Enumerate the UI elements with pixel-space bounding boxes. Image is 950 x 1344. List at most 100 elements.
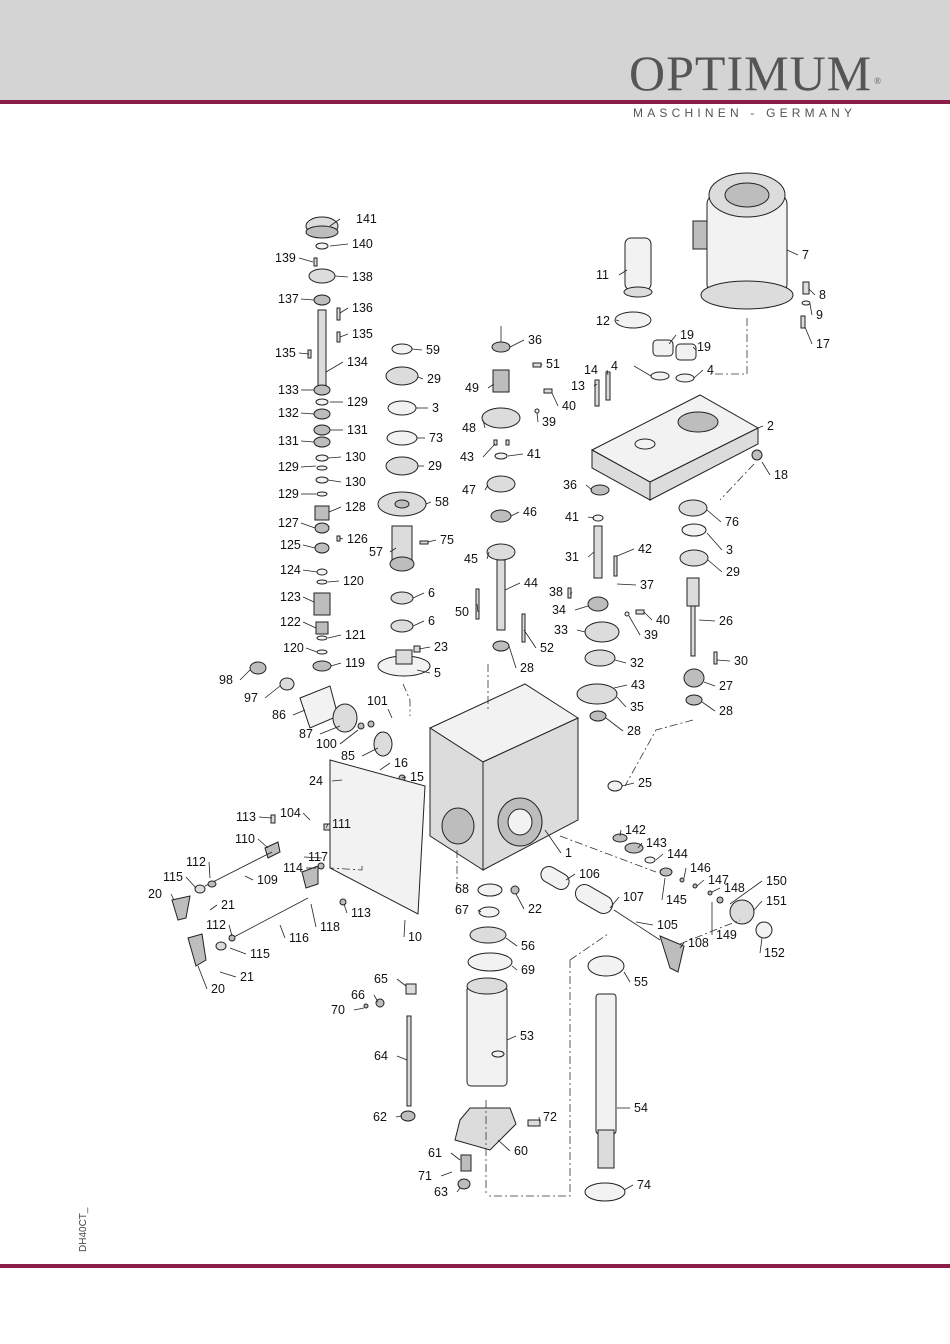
part-callout-15: 15 (410, 770, 424, 784)
leader-line (615, 319, 620, 322)
part-callout-61: 61 (428, 1146, 442, 1160)
leader-line (339, 537, 344, 540)
leader-line (696, 879, 705, 887)
part-callout-39: 39 (644, 628, 658, 642)
leader-line (505, 937, 518, 947)
leader-line (487, 383, 495, 389)
leader-line (327, 456, 342, 459)
callout-layer: 1411401391381371361351351341331291321311… (148, 212, 830, 1199)
part-callout-2: 2 (767, 419, 774, 433)
part-callout-115: 115 (163, 870, 183, 884)
part-callout-1: 1 (565, 846, 572, 860)
part-callout-135: 135 (352, 327, 373, 341)
leader-line (587, 516, 595, 519)
leader-line (637, 842, 643, 849)
leader-line (208, 861, 211, 879)
leader-line (395, 1115, 403, 1118)
leader-line (327, 634, 342, 639)
part-callout-36: 36 (563, 478, 577, 492)
part-callout-41: 41 (565, 510, 579, 524)
brand-tagline: MASCHINEN - GERMANY (633, 106, 857, 120)
leader-line (786, 249, 799, 256)
leader-line (623, 971, 631, 983)
registered-mark: ® (874, 76, 882, 86)
part-callout-147: 147 (708, 873, 729, 887)
leader-line (565, 873, 576, 881)
part-callout-50: 50 (455, 605, 469, 619)
leader-line (456, 1187, 461, 1193)
part-callout-37: 37 (640, 578, 654, 592)
leader-line (544, 829, 562, 854)
leader-line (538, 1116, 541, 1125)
header-rule (0, 100, 950, 104)
leader-line (298, 352, 310, 355)
part-callout-22: 22 (528, 902, 542, 916)
part-callout-139: 139 (275, 251, 296, 265)
leader-line (515, 893, 525, 910)
leader-line (540, 363, 543, 366)
leader-line (292, 709, 306, 716)
part-callout-86: 86 (272, 708, 286, 722)
part-callout-30: 30 (734, 654, 748, 668)
part-callout-58: 58 (435, 495, 449, 509)
part-callout-21: 21 (240, 970, 254, 984)
part-callout-76: 76 (725, 515, 739, 529)
part-callout-70: 70 (331, 1003, 345, 1017)
leader-line (482, 419, 486, 429)
leader-line (418, 646, 431, 650)
leader-line (209, 904, 218, 911)
part-callout-49: 49 (465, 381, 479, 395)
leader-line (655, 853, 664, 861)
part-callout-134: 134 (347, 355, 368, 369)
part-callout-116: 116 (289, 931, 309, 945)
leader-line (325, 361, 344, 373)
leader-line (683, 867, 687, 879)
part-callout-38: 38 (549, 585, 563, 599)
leader-line (504, 582, 521, 591)
leader-line (327, 580, 340, 583)
part-callout-111: 111 (332, 817, 351, 831)
part-callout-18: 18 (774, 468, 788, 482)
part-callout-123: 123 (280, 590, 301, 604)
assembly-lines (329, 318, 755, 1197)
leader-line (809, 303, 813, 316)
leader-line (804, 326, 813, 345)
leader-line (484, 484, 489, 491)
part-callout-129: 129 (347, 395, 368, 409)
part-callout-55: 55 (634, 975, 648, 989)
part-callout-32: 32 (630, 656, 644, 670)
part-callout-40: 40 (656, 613, 670, 627)
part-callout-114: 114 (283, 861, 303, 875)
part-callout-71: 71 (418, 1169, 432, 1183)
part-callout-87: 87 (299, 727, 313, 741)
leader-line (716, 659, 731, 662)
leader-line (613, 684, 628, 689)
part-callout-43: 43 (631, 678, 645, 692)
part-callout-3: 3 (432, 401, 439, 415)
part-callout-138: 138 (352, 270, 373, 284)
leader-line (302, 812, 311, 821)
part-callout-68: 68 (455, 882, 469, 896)
leader-line (229, 947, 247, 955)
part-callout-31: 31 (565, 550, 579, 564)
part-callout-48: 48 (462, 421, 476, 435)
leader-line (300, 465, 317, 468)
leader-line (244, 875, 254, 881)
part-callout-137: 137 (278, 292, 299, 306)
part-callout-105: 105 (657, 918, 678, 932)
leader-line (353, 1007, 365, 1011)
part-callout-20: 20 (148, 887, 162, 901)
leader-line (621, 782, 635, 787)
leader-line (339, 729, 359, 745)
part-callout-19: 19 (680, 328, 694, 342)
leader-line (679, 942, 685, 949)
part-callout-128: 128 (345, 500, 366, 514)
part-callout-131: 131 (347, 423, 368, 437)
leader-line (536, 412, 539, 423)
part-callout-149: 149 (716, 928, 737, 942)
part-callout-112: 112 (206, 918, 226, 932)
part-callout-57: 57 (369, 545, 383, 559)
leader-line (574, 605, 589, 611)
part-callout-56: 56 (521, 939, 535, 953)
part-callout-62: 62 (373, 1110, 387, 1124)
